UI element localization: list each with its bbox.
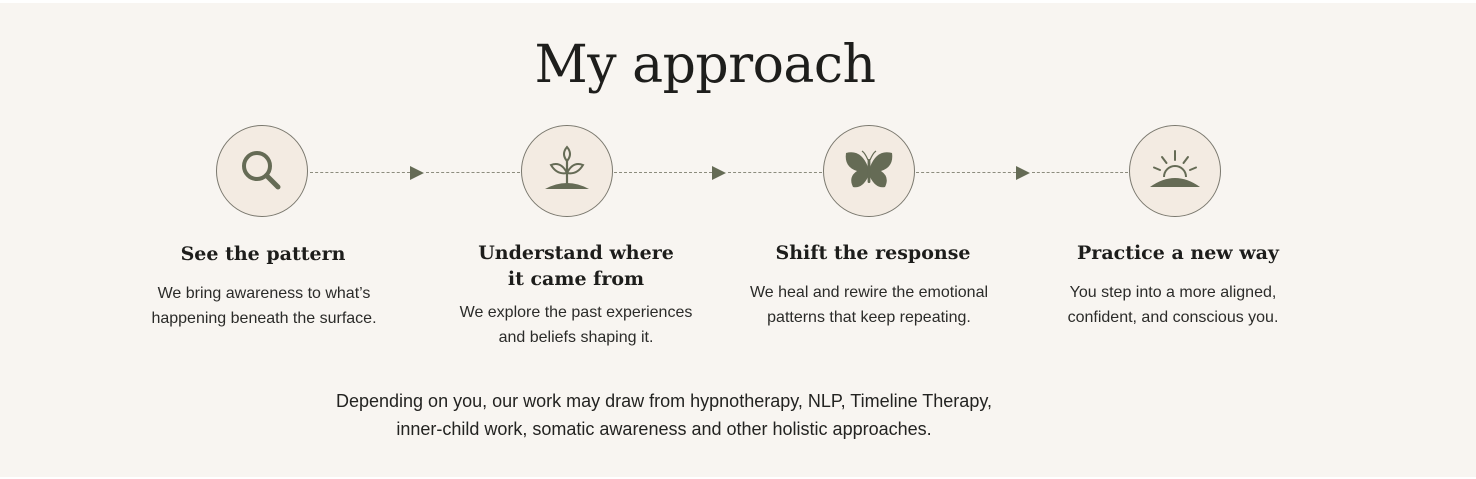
arrow-right-icon (1016, 166, 1030, 180)
connector-line-3 (916, 172, 1016, 173)
connector-line-3b (1032, 172, 1128, 173)
arrow-right-icon (410, 166, 424, 180)
step-icon-circle-3 (823, 125, 915, 217)
page-title: My approach (534, 35, 876, 95)
step-description-line: patterns that keep repeating. (767, 309, 971, 326)
sprout-icon (545, 145, 589, 189)
step-title-3: Shift the response (723, 240, 1023, 266)
step-title-1: See the pattern (113, 241, 413, 267)
step-title-line: Shift the response (775, 242, 971, 264)
sunrise-icon (1150, 150, 1200, 187)
connector-line-2b (728, 172, 822, 173)
magnifying-glass-icon (242, 151, 281, 190)
step-icon-circle-2 (521, 125, 613, 217)
step-title-line: Practice a new way (1077, 242, 1279, 264)
step-description-line: and beliefs shaping it. (498, 329, 654, 346)
step-description-1: We bring awareness to what’s happening b… (114, 281, 414, 331)
step-description-line: confident, and conscious you. (1067, 309, 1279, 326)
step-title-2: Understand where it came from (426, 240, 726, 292)
step-title-line: it came from (507, 268, 645, 290)
step-description-line: We bring awareness to what’s (157, 285, 371, 302)
step-description-line: We explore the past experiences (459, 304, 693, 321)
step-icon-circle-4 (1129, 125, 1221, 217)
connector-line-1 (310, 172, 410, 173)
connector-line-2 (614, 172, 712, 173)
step-description-line: happening beneath the surface. (151, 310, 377, 327)
step-description-line: You step into a more aligned, (1069, 284, 1277, 301)
connector-line-1b (426, 172, 520, 173)
methods-note: Depending on you, our work may draw from… (330, 387, 998, 443)
methods-note-line: Depending on you, our work may draw from… (335, 391, 992, 411)
step-description-4: You step into a more aligned, confident,… (1023, 280, 1323, 330)
step-title-line: See the pattern (180, 243, 346, 265)
arrow-right-icon (712, 166, 726, 180)
butterfly-icon (845, 150, 893, 188)
step-description-line: We heal and rewire the emotional (749, 284, 989, 301)
step-icon-circle-1 (216, 125, 308, 217)
step-description-3: We heal and rewire the emotional pattern… (719, 280, 1019, 330)
step-title-4: Practice a new way (1028, 240, 1328, 266)
step-description-2: We explore the past experiences and beli… (426, 300, 726, 350)
methods-note-line: inner-child work, somatic awareness and … (396, 419, 932, 439)
step-title-line: Understand where (478, 242, 674, 264)
